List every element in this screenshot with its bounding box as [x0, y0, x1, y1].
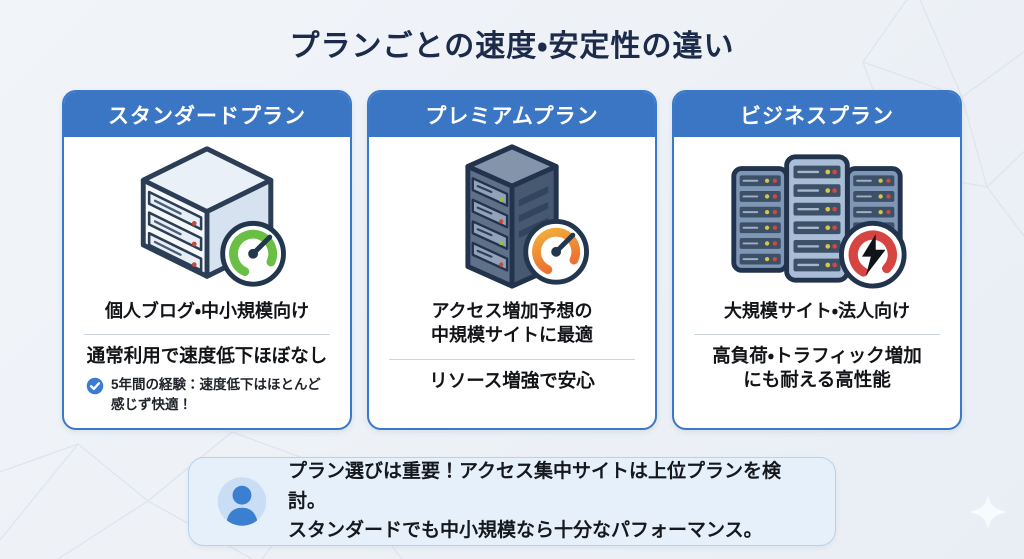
page-title: プランごとの速度・安定性の違い: [289, 30, 735, 63]
card-premium-primary: アクセス増加予想の 中規模サイトに最適: [431, 301, 593, 346]
advice-note-box: プラン選びは重要！アクセス集中サイトは上位プランを検討。 スタンダードでも中小規…: [188, 457, 836, 546]
card-business-secondary: 高負荷・トラフィック増加 にも耐える高性能: [712, 345, 922, 391]
card-premium-secondary: リソース増強で安心: [429, 369, 595, 391]
lightning-bolt-icon: [862, 234, 886, 276]
card-business-plan: ビジネスプラン: [672, 90, 962, 430]
card-business-header: ビジネスプラン: [674, 92, 960, 137]
single-server-green-gauge-icon: [140, 146, 286, 287]
tall-server-orange-gauge-icon: [465, 144, 589, 289]
plan-cards-row: スタンダードプラン: [62, 90, 962, 430]
check-circle-icon: [86, 378, 104, 395]
card-standard-primary: 個人ブログ・中小規模向け: [104, 301, 310, 321]
card-standard-experience-note: 5年間の経験：速度低下はほとんど感じず快適！: [86, 375, 334, 414]
advice-note-text: プラン選びは重要！アクセス集中サイトは上位プランを検討。 スタンダードでも中小規…: [287, 461, 782, 542]
divider: [694, 334, 940, 336]
card-premium-plan: プレミアムプラン: [367, 90, 657, 430]
card-business-primary: 大規模サイト・法人向け: [723, 301, 911, 321]
person-avatar: [217, 477, 267, 526]
four-point-star-icon: [970, 494, 1006, 530]
card-premium-header: プレミアムプラン: [369, 92, 655, 137]
card-standard-note-text: 5年間の経験：速度低下はほとんど感じず快適！: [111, 377, 321, 412]
card-standard-secondary: 通常利用で速度低下ほぼなし: [86, 345, 328, 367]
divider: [84, 334, 330, 336]
card-standard-plan: スタンダードプラン: [62, 90, 352, 430]
card-standard-header: スタンダードプラン: [64, 92, 350, 137]
divider: [389, 358, 635, 360]
server-cluster-red-power-gauge-icon: [731, 154, 907, 289]
